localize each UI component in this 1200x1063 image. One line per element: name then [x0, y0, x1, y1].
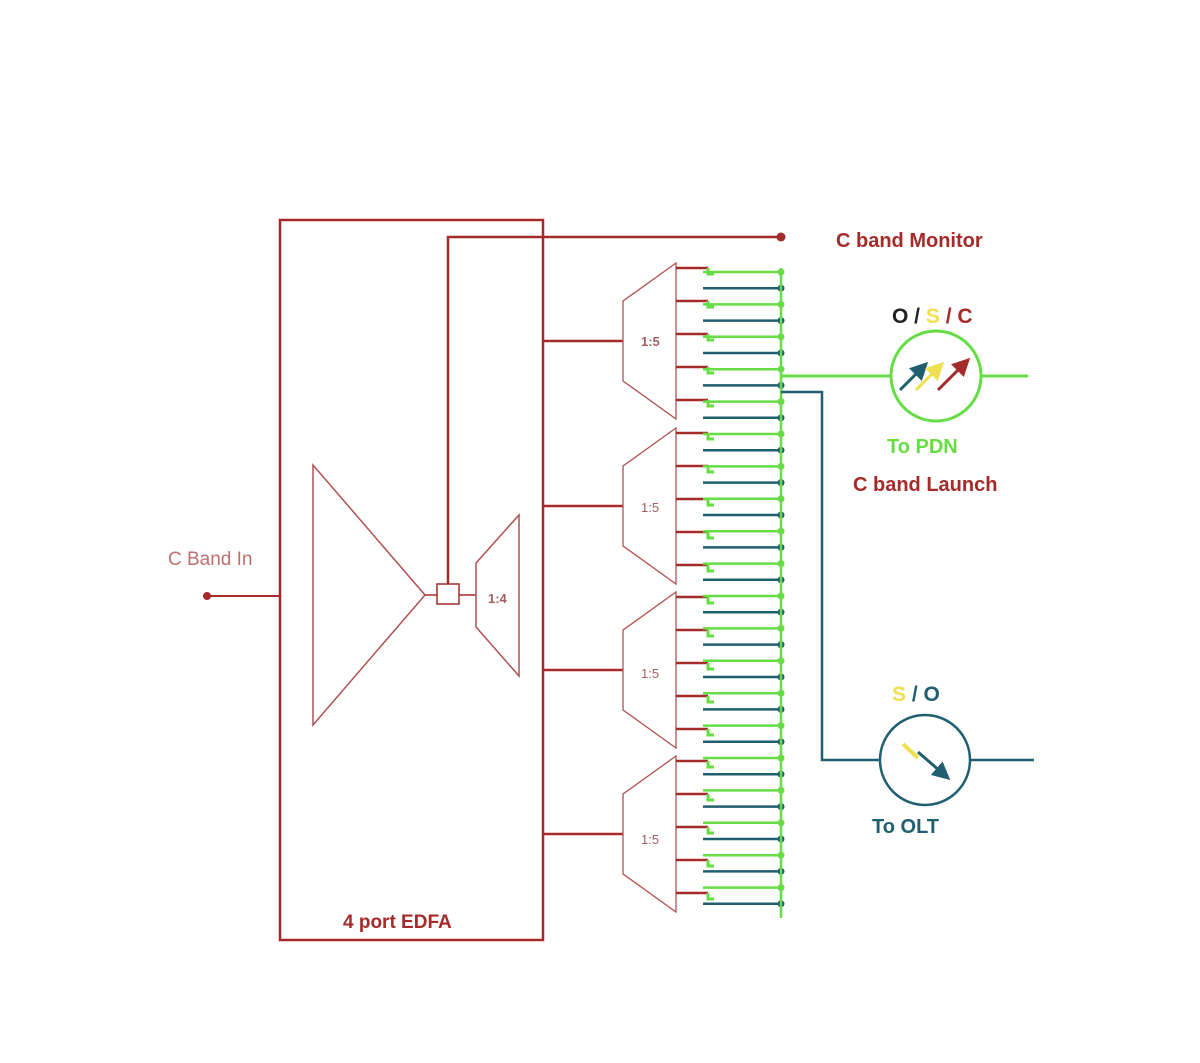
splitter-trapezoid-icon	[622, 590, 677, 750]
port-connector	[706, 565, 714, 573]
inner-splitter-ratio: 1:4	[488, 591, 507, 606]
osc-c-arrow	[936, 357, 971, 392]
osc-filter-label: O / S / C	[892, 305, 973, 329]
osc-sep-1: /	[908, 305, 926, 328]
edfa-output-lines	[543, 339, 623, 836]
port-connector	[706, 268, 714, 276]
c-band-in-terminal	[203, 592, 211, 600]
tap-coupler	[436, 583, 460, 605]
osc-o-letter: O	[892, 305, 909, 328]
so-o-letter: O	[923, 683, 940, 706]
so-s-arrow	[901, 742, 920, 760]
olt-line	[781, 390, 880, 762]
port-connector	[706, 466, 714, 474]
osc-o-arrow	[898, 361, 929, 392]
output-port-array	[703, 268, 785, 908]
c-band-monitor-label: C band Monitor	[836, 230, 983, 252]
splitter-trapezoid-icon	[622, 754, 677, 914]
osc-s-letter: S	[925, 305, 940, 328]
osc-filter-icon	[889, 329, 983, 423]
port-connector	[706, 499, 714, 507]
c-band-launch-label: C band Launch	[853, 474, 998, 496]
osc-s-arrow	[914, 361, 945, 392]
edfa-label: 4 port EDFA	[343, 912, 452, 933]
port-connector	[706, 761, 714, 769]
port-connector	[706, 794, 714, 802]
splitter-ratio-2: 1:5	[641, 500, 660, 515]
port-connector	[706, 729, 714, 737]
port-connector	[706, 301, 714, 309]
to-pdn-label: To PDN	[887, 436, 958, 458]
inner-splitter-icon	[475, 513, 520, 678]
edfa-box	[278, 218, 545, 942]
splitter-trapezoid-icon	[622, 261, 677, 421]
splitter-trapezoid-icon	[622, 426, 677, 586]
monitor-line	[446, 235, 781, 584]
so-sep: /	[906, 683, 924, 706]
osc-c-letter: C	[957, 305, 973, 328]
port-connector	[706, 893, 714, 901]
c-band-in-label: C Band In	[168, 549, 253, 570]
so-s-letter: S	[892, 683, 907, 706]
splitter-group	[622, 261, 714, 914]
port-connector	[706, 532, 714, 540]
to-olt-label: To OLT	[872, 816, 940, 838]
monitor-terminal	[776, 232, 786, 242]
port-connector	[706, 827, 714, 835]
port-connector	[706, 696, 714, 704]
amplifier-triangle-icon	[312, 462, 426, 728]
port-connector	[706, 630, 714, 638]
so-o-arrow	[917, 750, 951, 780]
port-connector	[706, 663, 714, 671]
osc-sep-2: /	[939, 305, 958, 328]
so-filter-label: S / O	[892, 683, 940, 707]
splitter-ratio-4: 1:5	[641, 832, 660, 847]
port-connector	[706, 597, 714, 605]
splitter-ratio-3: 1:5	[641, 666, 660, 681]
splitter-ratio-1: 1:5	[641, 334, 660, 349]
port-connector	[706, 860, 714, 868]
